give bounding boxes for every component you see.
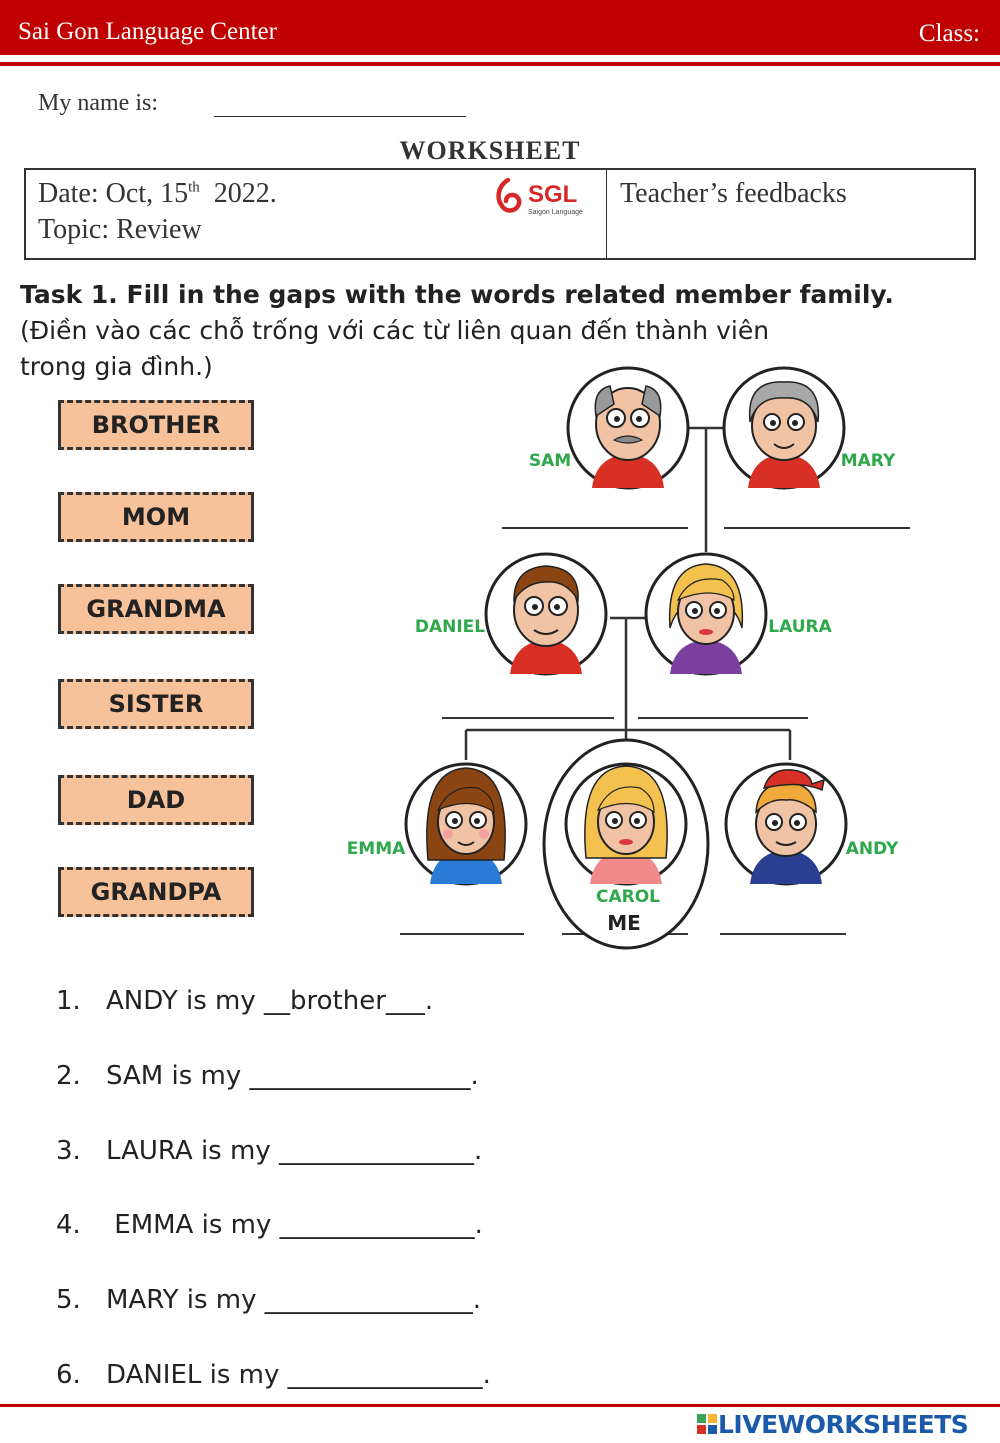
info-box: Date: Oct, 15th 2022. Topic: Review SGL …: [24, 168, 976, 260]
avatar-daniel: [484, 552, 608, 676]
header-bar: Sai Gon Language Center Class:: [0, 0, 1000, 55]
sgl-logo: SGL Saigon Language: [496, 177, 583, 216]
word-mom[interactable]: MOM: [58, 492, 254, 542]
date-prefix: Date: Oct, 15: [38, 178, 189, 209]
word-dad[interactable]: DAD: [58, 775, 254, 825]
avatar-mary: [722, 366, 846, 490]
question-text: MARY is my ________________.: [106, 1285, 482, 1315]
label-carol: CAROL: [596, 887, 660, 907]
question-6[interactable]: 6. DANIEL is my _______________.: [56, 1360, 491, 1390]
task-subtitle-line2: trong gia đình.): [20, 352, 213, 381]
avatar-sam: [566, 366, 690, 490]
label-mary: MARY: [841, 451, 896, 471]
liveworksheets-icon: [697, 1414, 717, 1434]
question-3[interactable]: 3. LAURA is my _______________.: [56, 1136, 482, 1166]
center-name: Sai Gon Language Center: [18, 18, 277, 45]
label-daniel: DANIEL: [415, 617, 485, 637]
task-title: Task 1. Fill in the gaps with the words …: [20, 280, 894, 309]
question-text: DANIEL is my _______________.: [106, 1360, 491, 1390]
teacher-feedback-label: Teacher’s feedbacks: [620, 178, 847, 209]
question-1[interactable]: 1. ANDY is my __brother___.: [56, 986, 433, 1016]
label-laura: LAURA: [768, 617, 832, 637]
class-label: Class:: [918, 20, 980, 47]
name-label: My name is:: [38, 90, 158, 116]
question-2[interactable]: 2. SAM is my _________________.: [56, 1061, 479, 1091]
question-text: SAM is my _________________.: [106, 1061, 479, 1091]
label-me: ME: [607, 911, 641, 935]
avatar-carol: [542, 738, 710, 950]
logo-subtext: Saigon Language: [528, 209, 583, 216]
info-divider: [606, 170, 607, 258]
date-text: Date: Oct, 15th 2022.: [38, 178, 277, 210]
avatar-emma: [404, 762, 528, 886]
worksheet-title: WORKSHEET: [399, 136, 581, 165]
question-text: EMMA is my _______________.: [106, 1210, 483, 1240]
label-andy: ANDY: [846, 839, 899, 859]
question-number: 2.: [56, 1061, 81, 1091]
question-number: 3.: [56, 1136, 81, 1166]
word-sister[interactable]: SISTER: [58, 679, 254, 729]
tree-connectors: [464, 426, 792, 760]
word-grandma[interactable]: GRANDMA: [58, 584, 254, 634]
name-blank[interactable]: [214, 116, 466, 117]
question-number: 4.: [56, 1210, 81, 1240]
footer-divider: [0, 1404, 1000, 1407]
question-number: 1.: [56, 986, 81, 1016]
question-text: ANDY is my __brother___.: [106, 986, 434, 1016]
liveworksheets-logo[interactable]: LIVEWORKSHEETS: [696, 1407, 969, 1441]
word-grandpa[interactable]: GRANDPA: [58, 867, 254, 917]
topic-text: Topic: Review: [38, 214, 202, 245]
question-number: 6.: [56, 1360, 81, 1390]
task-subtitle-line1: (Điền vào các chỗ trống với các từ liên …: [20, 316, 770, 345]
date-sup: th: [188, 179, 200, 196]
question-number: 5.: [56, 1285, 81, 1315]
header-divider: [0, 62, 1000, 66]
date-suffix: 2022.: [199, 178, 277, 209]
liveworksheets-text: LIVEWORKSHEETS: [718, 1409, 969, 1439]
avatar-laura: [644, 552, 768, 676]
question-text: LAURA is my _______________.: [106, 1136, 483, 1166]
family-tree: SAM MARY DANIEL LAURA: [347, 366, 910, 950]
avatar-andy: [724, 762, 848, 886]
logo-text: SGL: [528, 181, 577, 208]
label-sam: SAM: [529, 451, 571, 471]
question-4[interactable]: 4. EMMA is my _______________.: [56, 1210, 483, 1240]
label-emma: EMMA: [347, 839, 406, 859]
word-brother[interactable]: BROTHER: [58, 400, 254, 450]
question-5[interactable]: 5. MARY is my ________________.: [56, 1285, 481, 1315]
